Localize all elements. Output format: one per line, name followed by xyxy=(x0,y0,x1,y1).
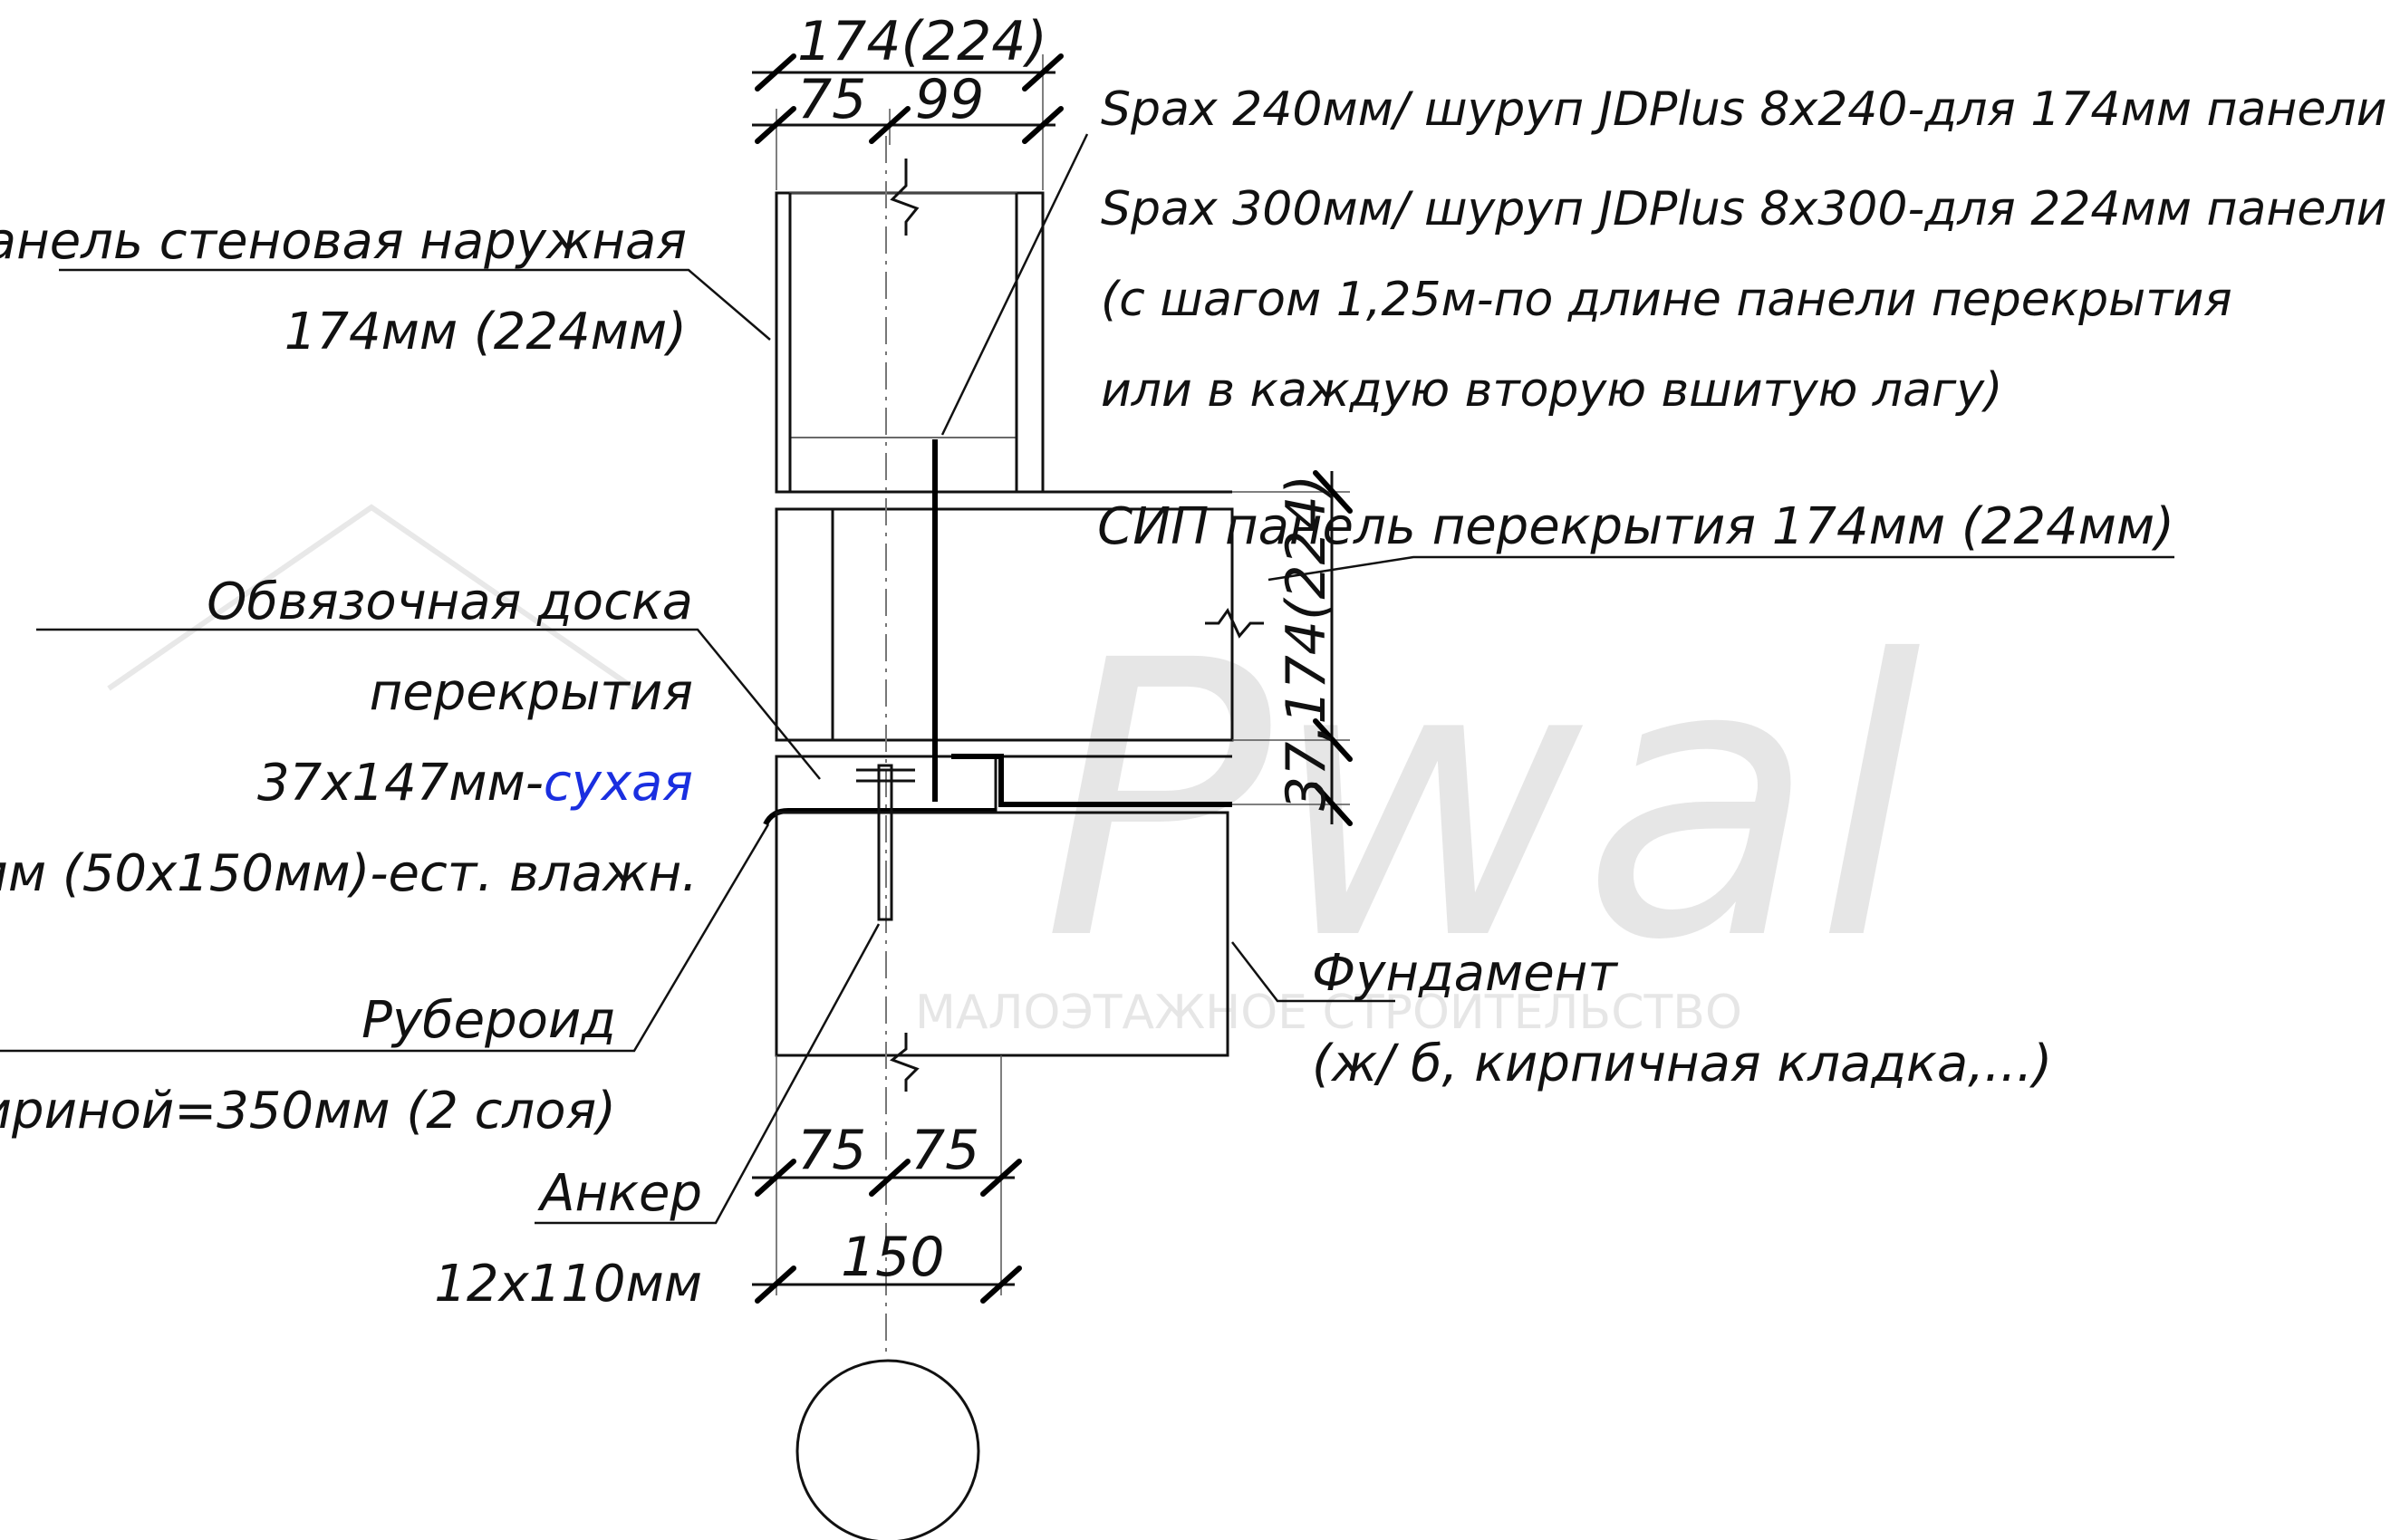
label-sill-line3-highlight: сухая xyxy=(544,754,693,813)
label-anchor-line2: 12x110мм xyxy=(434,1255,702,1314)
label-wall-panel-line1: СИП панель стеновая наружная xyxy=(0,212,687,271)
break-mark-bottom xyxy=(889,1033,920,1092)
label-wall-panel-line2: 174мм (224мм) xyxy=(284,303,687,361)
label-ruberoid-line1: Рубероид xyxy=(361,991,616,1050)
label-screw-line1: Spax 240мм/ шуруп JDPlus 8x240-для 174мм… xyxy=(1101,82,2400,137)
label-anchor-line1: Анкер xyxy=(537,1164,702,1223)
label-foundation-line2: (ж/ б, кирпичная кладка,...) xyxy=(1312,1035,2052,1093)
dimension-right xyxy=(1232,470,1353,826)
wall-sip-panel xyxy=(775,191,1045,494)
dim-bottom-total: 150 xyxy=(841,1226,945,1289)
label-foundation-line1: Фундамент xyxy=(1312,944,1618,1003)
dim-bottom-right: 75 xyxy=(911,1119,979,1182)
label-ruberoid-line2: лента шириной=350мм (2 слоя) xyxy=(0,1082,616,1141)
angle-profile xyxy=(951,754,1232,807)
dim-bottom-left: 75 xyxy=(797,1119,866,1182)
label-sill-line4: 40x150мм (50x150мм)-ест. влажн. xyxy=(0,844,698,903)
label-sill-line1: Обвязочная доска xyxy=(207,573,693,631)
dim-top-right: 99 xyxy=(915,68,984,131)
watermark-tagline: МАЛОЭТАЖНОЕ СТРОИТЕЛЬСТВО xyxy=(915,986,1742,1040)
dimension-bottom xyxy=(752,1055,1022,1304)
rim-joist xyxy=(775,507,834,742)
break-mark-right xyxy=(1205,608,1264,639)
break-mark-top xyxy=(890,159,920,236)
label-sill-line3-prefix: 37x147мм- xyxy=(257,754,544,813)
dim-right-vertical: 37,174(224) xyxy=(1275,475,1338,811)
label-screw-line3: (с шагом 1,25м-по длине панели перекрыти… xyxy=(1101,273,2232,327)
label-sill-line2: перекрытия xyxy=(370,663,693,722)
watermark: Pwal МАЛОЭТАЖНОЕ СТРОИТЕЛЬСТВО xyxy=(107,504,1923,1040)
leader-lines xyxy=(0,133,2174,1225)
dim-top-left: 75 xyxy=(797,68,866,131)
label-screw-line2: Spax 300мм/ шуруп JDPlus 8x300-для 224мм… xyxy=(1101,182,2400,236)
dimension-top xyxy=(752,53,1064,190)
label-sill-line3: 37x147мм-сухая xyxy=(257,754,693,813)
label-floor-panel: СИП панель перекрытия 174мм (224мм) xyxy=(1097,497,2174,556)
foundation xyxy=(775,811,1229,1057)
anchor-bolt xyxy=(856,764,915,921)
axis-marker-circle xyxy=(795,1359,980,1540)
label-screw-line4: или в каждую вторую вшитую лагу) xyxy=(1101,363,2002,418)
dim-top-total: 174(224) xyxy=(797,10,1047,73)
